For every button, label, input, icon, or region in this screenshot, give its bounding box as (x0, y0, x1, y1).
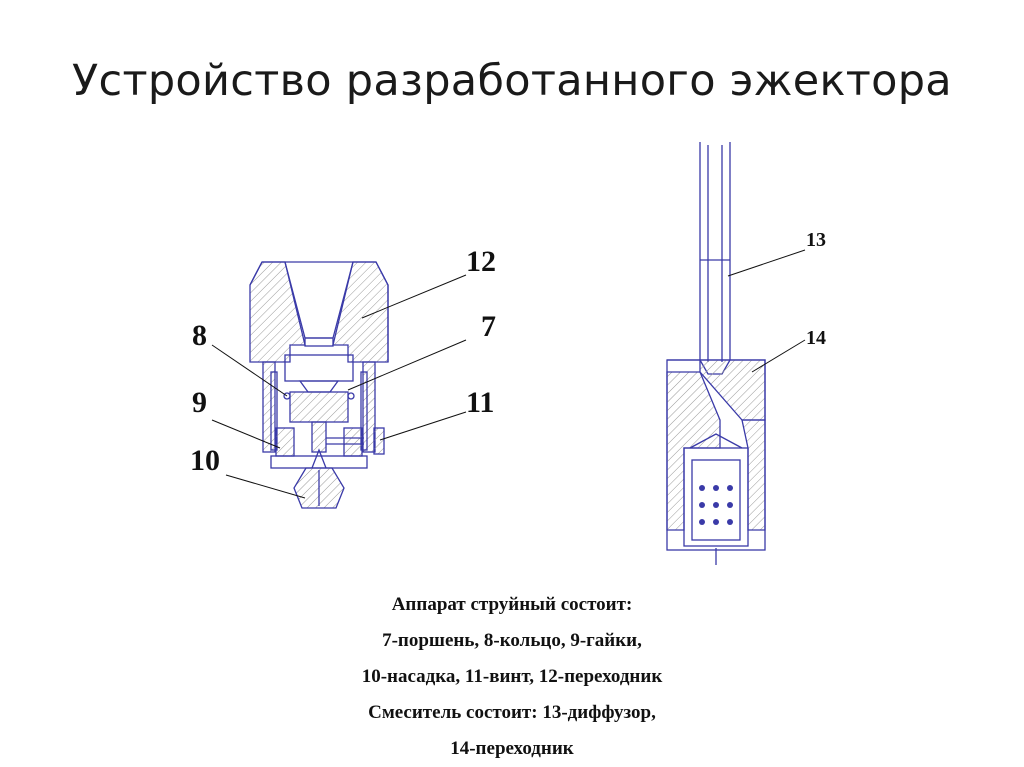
adapter-part-12 (249, 261, 389, 363)
screw-part-11 (373, 427, 385, 455)
nozzle-part-10 (293, 448, 345, 509)
callout-11: 11 (466, 386, 494, 419)
caption-line-5: 14-переходник (450, 738, 574, 759)
callout-9: 9 (192, 386, 207, 419)
caption-line-1: Аппарат струйный состоит: (391, 594, 633, 615)
callout-12: 12 (466, 245, 496, 278)
callout-10: 10 (190, 444, 220, 477)
mixer-drawing (666, 142, 766, 565)
left-leader-lines (211, 274, 467, 499)
caption-line-4: Смеситель состоит: 13-диффузор, (368, 702, 656, 723)
adapter-part-14 (666, 359, 766, 551)
piston-part-7 (284, 354, 354, 453)
jet-apparatus-drawing (249, 261, 389, 509)
caption: Аппарат струйный состоит: 7-поршень, 8-к… (212, 587, 812, 767)
ring-part-8 (283, 392, 291, 400)
callout-14: 14 (806, 327, 826, 349)
callout-7: 7 (481, 310, 496, 343)
diffuser-part-13 (699, 142, 731, 375)
caption-line-3: 10-насадка, 11-винт, 12-переходник (361, 666, 663, 687)
callout-13: 13 (806, 229, 826, 251)
callout-8: 8 (192, 319, 207, 352)
caption-line-2: 7-поршень, 8-кольцо, 9-гайки, (382, 630, 642, 651)
right-leader-lines (727, 249, 806, 373)
slide-title: Устройство разработанного эжектора (72, 56, 952, 106)
